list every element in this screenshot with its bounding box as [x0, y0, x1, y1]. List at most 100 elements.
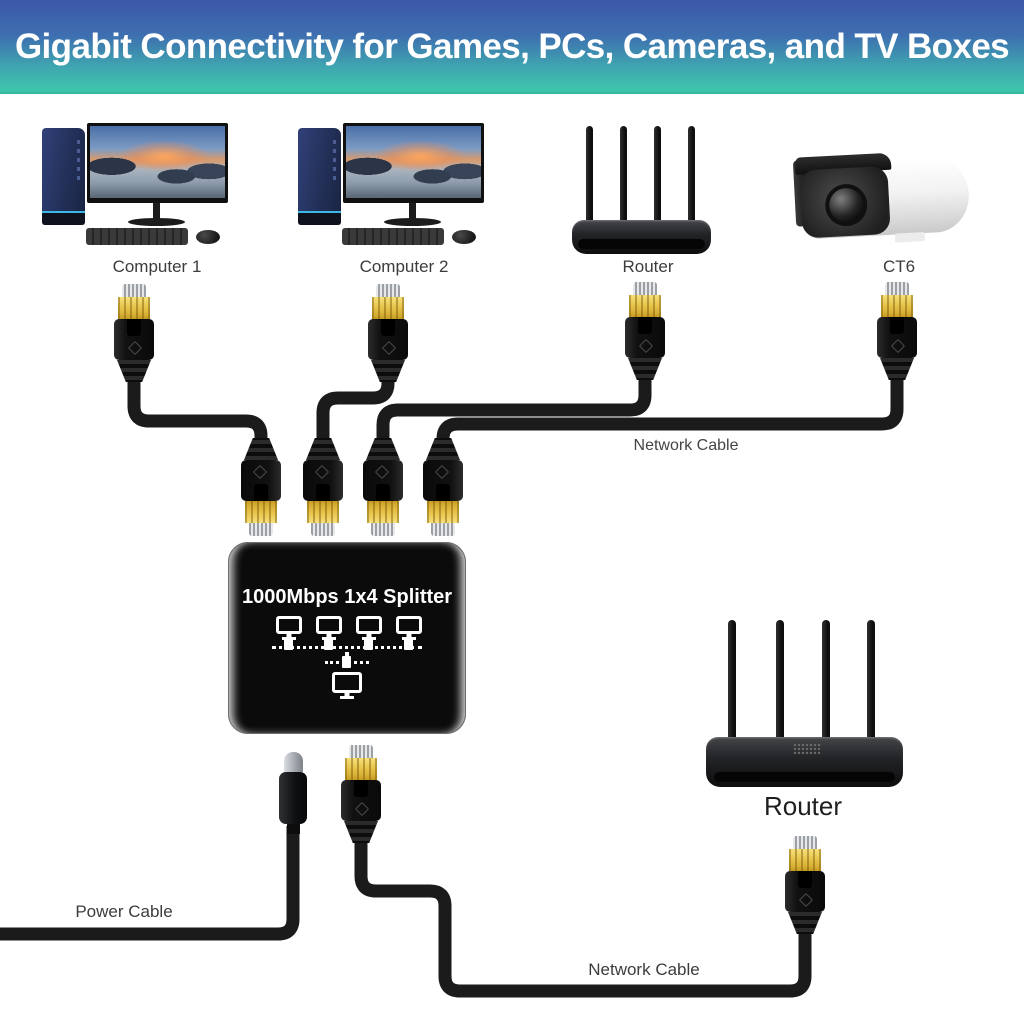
ethernet-connector-computer1	[114, 284, 154, 382]
monitor-base	[384, 218, 441, 226]
usb-c-neck	[286, 824, 300, 834]
uplink-dashed-line	[325, 652, 369, 668]
computer-1-image	[40, 118, 232, 250]
antenna	[586, 126, 593, 224]
connector-boot	[306, 438, 340, 460]
plug-icon	[404, 634, 413, 650]
network-cable-label-top: Network Cable	[633, 437, 739, 454]
keyboard	[342, 228, 444, 245]
connector-gold-tip	[345, 758, 377, 780]
ethernet-connector-computer2	[368, 284, 408, 382]
mouse	[452, 230, 476, 244]
connector-boot	[371, 360, 405, 382]
antenna	[822, 620, 830, 740]
connector-boot	[426, 438, 460, 460]
router-bottom-image	[700, 615, 908, 787]
ethernet-connector-router	[625, 282, 665, 380]
connector-crimp	[633, 282, 657, 295]
connector-body	[341, 780, 381, 821]
connector-body	[363, 460, 403, 501]
connector-body	[625, 317, 665, 358]
splitter-port2-connector	[303, 438, 343, 536]
banner: Gigabit Connectivity for Games, PCs, Cam…	[0, 0, 1024, 94]
ct6-camera-image	[792, 143, 979, 256]
monitor-screen	[346, 126, 481, 198]
antenna	[728, 620, 736, 740]
connector-body	[114, 319, 154, 360]
connector-crimp	[376, 284, 400, 297]
monitor-stand	[153, 203, 160, 220]
cable-ct6-to-port4	[436, 373, 904, 450]
usb-c-connector	[279, 752, 307, 834]
connector-body	[423, 460, 463, 501]
connector-gold-tip	[118, 297, 150, 319]
pc-tower	[298, 128, 341, 225]
pc-tower	[42, 128, 85, 225]
splitter-port4-connector	[423, 438, 463, 536]
connector-gold-tip	[307, 501, 339, 523]
cable-computer1-to-port1	[127, 375, 268, 450]
plug-icon	[324, 634, 333, 650]
connector-crimp	[249, 523, 273, 536]
ct6-label: CT6	[882, 257, 916, 276]
connector-gold-tip	[881, 295, 913, 317]
monitor-icon	[356, 616, 382, 634]
splitter-port3-connector	[363, 438, 403, 536]
camera-mount	[894, 232, 926, 243]
connector-boot	[880, 358, 914, 380]
router-top-image	[570, 120, 712, 254]
monitor	[343, 123, 484, 203]
connector-boot	[788, 912, 822, 934]
bottom-router-connector	[785, 836, 825, 934]
usb-c-tip	[283, 752, 303, 772]
connector-crimp	[371, 523, 395, 536]
ethernet-connector-ct6	[877, 282, 917, 380]
mouse	[196, 230, 220, 244]
cable-router-to-port3	[376, 373, 652, 450]
keyboard	[86, 228, 188, 245]
connector-gold-tip	[789, 849, 821, 871]
computer-2-image	[296, 118, 488, 250]
antenna	[688, 126, 695, 224]
computer-1-label: Computer 1	[112, 257, 202, 276]
power-cable	[0, 826, 300, 941]
connector-gold-tip	[245, 501, 277, 523]
connector-crimp	[431, 523, 455, 536]
power-cable-label: Power Cable	[75, 902, 173, 921]
splitter-title: 1000Mbps 1x4 Splitter	[241, 586, 453, 608]
connector-body	[785, 871, 825, 912]
usb-c-body	[279, 772, 307, 824]
connector-body	[241, 460, 281, 501]
router-bottom-label: Router	[763, 791, 843, 821]
plug-icon	[364, 634, 373, 650]
connector-crimp	[793, 836, 817, 849]
connector-boot	[628, 358, 662, 380]
monitor-icon	[276, 616, 302, 634]
connector-crimp	[122, 284, 146, 297]
uplink-monitor-icon	[332, 672, 362, 693]
connector-gold-tip	[372, 297, 404, 319]
antenna	[654, 126, 661, 224]
connector-crimp	[885, 282, 909, 295]
monitor	[87, 123, 228, 203]
connector-body	[877, 317, 917, 358]
connector-boot	[344, 821, 378, 843]
banner-title: Gigabit Connectivity for Games, PCs, Cam…	[14, 27, 1010, 66]
splitter-port1-connector	[241, 438, 281, 536]
monitor-screen	[90, 126, 225, 198]
monitor-icon	[316, 616, 342, 634]
connector-gold-tip	[629, 295, 661, 317]
router-top-label: Router	[622, 257, 674, 276]
dashed-network-line	[272, 646, 422, 649]
network-cable-label-bottom: Network Cable	[588, 960, 700, 979]
connector-body	[368, 319, 408, 360]
plug-icon	[284, 634, 293, 650]
network-cable-to-bottom-router	[354, 835, 812, 998]
connector-crimp	[349, 745, 373, 758]
connector-boot	[244, 438, 278, 460]
router-body	[706, 737, 903, 787]
cable-computer2-to-port2	[316, 375, 395, 450]
splitter-box: 1000Mbps 1x4 Splitter	[228, 542, 466, 734]
connector-gold-tip	[367, 501, 399, 523]
